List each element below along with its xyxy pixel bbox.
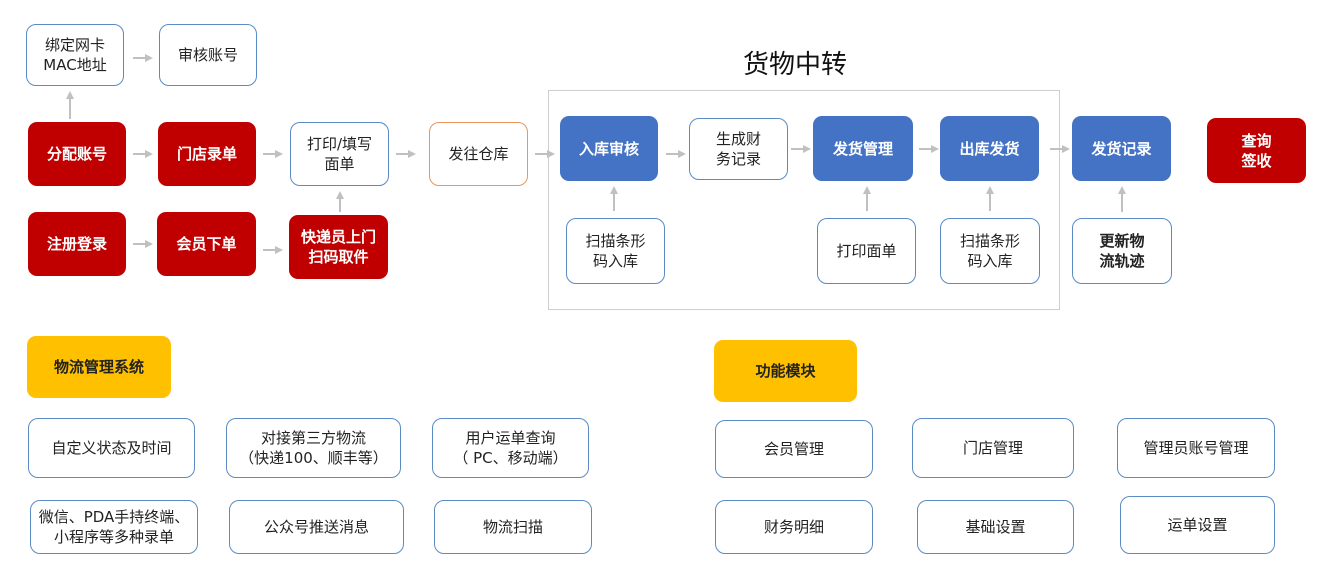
module-basic-settings: 基础设置 (917, 500, 1074, 554)
module-admin-account-management: 管理员账号管理 (1117, 418, 1275, 478)
generate-finance-box: 生成财 务记录 (689, 118, 788, 180)
inbound-review-box: 入库审核 (560, 116, 658, 181)
module-store-management: 门店管理 (912, 418, 1074, 478)
scan-barcode-inbound-box-1: 扫描条形 码入库 (566, 218, 665, 284)
cargo-transfer-frame (548, 90, 1060, 310)
bind-nic-mac-box: 绑定网卡 MAC地址 (26, 24, 124, 86)
update-tracking-box: 更新物 流轨迹 (1072, 218, 1172, 284)
diagram-title: 货物中转 (742, 50, 847, 80)
send-to-warehouse-box: 发往仓库 (429, 122, 528, 186)
logistics-item-scan: 物流扫描 (434, 500, 592, 554)
logistics-system-header: 物流管理系统 (27, 336, 171, 398)
scan-barcode-inbound-box-2: 扫描条形 码入库 (940, 218, 1040, 284)
shipping-management-box: 发货管理 (813, 116, 913, 181)
module-finance-details: 财务明细 (715, 500, 873, 554)
logistics-item-custom-status: 自定义状态及时间 (28, 418, 195, 478)
logistics-item-third-party: 对接第三方物流 （快递100、顺丰等） (226, 418, 401, 478)
print-fill-sheet-box: 打印/填写 面单 (290, 122, 389, 186)
shipping-record-box: 发货记录 (1072, 116, 1171, 181)
courier-pickup-box: 快递员上门 扫码取件 (289, 215, 388, 279)
assign-account-box: 分配账号 (28, 122, 126, 186)
function-modules-header: 功能模块 (714, 340, 857, 402)
logistics-item-waybill-query: 用户运单查询 （ PC、移动端） (432, 418, 589, 478)
print-sheet-box: 打印面单 (817, 218, 916, 284)
review-account-box: 审核账号 (159, 24, 257, 86)
module-waybill-settings: 运单设置 (1120, 496, 1275, 554)
member-order-box: 会员下单 (157, 212, 256, 276)
module-member-management: 会员管理 (715, 420, 873, 478)
outbound-shipping-box: 出库发货 (940, 116, 1039, 181)
logistics-item-push-message: 公众号推送消息 (229, 500, 404, 554)
register-login-box: 注册登录 (28, 212, 126, 276)
store-entry-box: 门店录单 (158, 122, 256, 186)
logistics-item-multi-entry: 微信、PDA手持终端、 小程序等多种录单 (30, 500, 198, 554)
query-sign-box: 查询 签收 (1207, 118, 1306, 183)
